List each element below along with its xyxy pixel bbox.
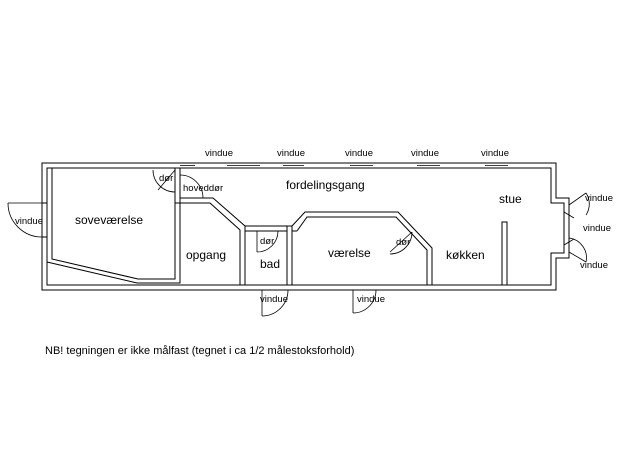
bottom-window-bad <box>261 289 289 317</box>
living-room-partition <box>501 221 508 286</box>
left-window <box>7 202 47 238</box>
main-door <box>179 174 204 199</box>
window-label-top-2: vindue <box>277 148 305 159</box>
bedroom-door <box>152 169 176 193</box>
bottom-window-room <box>352 289 377 314</box>
corridor-wall <box>180 197 246 285</box>
exterior-wall <box>41 162 570 291</box>
window-label-bottom-bathroom: vindue <box>260 294 288 305</box>
room-walls <box>291 211 433 285</box>
room-label-bedroom: soveværelse <box>75 213 143 227</box>
window-label-top-3: vindue <box>345 148 373 159</box>
room-label-stairwell: opgang <box>186 248 226 262</box>
window-label-top-4: vindue <box>411 148 439 159</box>
room-door <box>389 231 413 255</box>
bathroom-walls <box>244 225 293 286</box>
window-label-left: vindue <box>15 216 43 227</box>
window-label-top-1: vindue <box>205 148 233 159</box>
door-label-main: hoveddør <box>183 183 223 194</box>
room-label-corridor: fordelingsgang <box>286 178 365 192</box>
window-label-bottom-room: vindue <box>357 294 385 305</box>
window-label-top-5: vindue <box>481 148 509 159</box>
bathroom-door <box>256 230 279 253</box>
window-label-right-2: vindue <box>583 223 611 234</box>
scale-note: NB! tegningen er ikke målfast (tegnet i … <box>45 345 355 357</box>
room-label-bathroom: bad <box>260 257 280 271</box>
room-label-room: værelse <box>328 246 371 260</box>
window-label-right-1: vindue <box>585 193 613 204</box>
room-label-kitchen: køkken <box>446 248 485 262</box>
door-label-bathroom: dør <box>260 236 274 247</box>
room-label-living-room: stue <box>499 192 522 206</box>
door-label-bedroom: dør <box>159 173 173 184</box>
door-label-room: dør <box>396 237 410 248</box>
bedroom-walls <box>46 167 181 284</box>
right-windows <box>563 192 590 263</box>
window-label-right-3: vindue <box>580 260 608 271</box>
